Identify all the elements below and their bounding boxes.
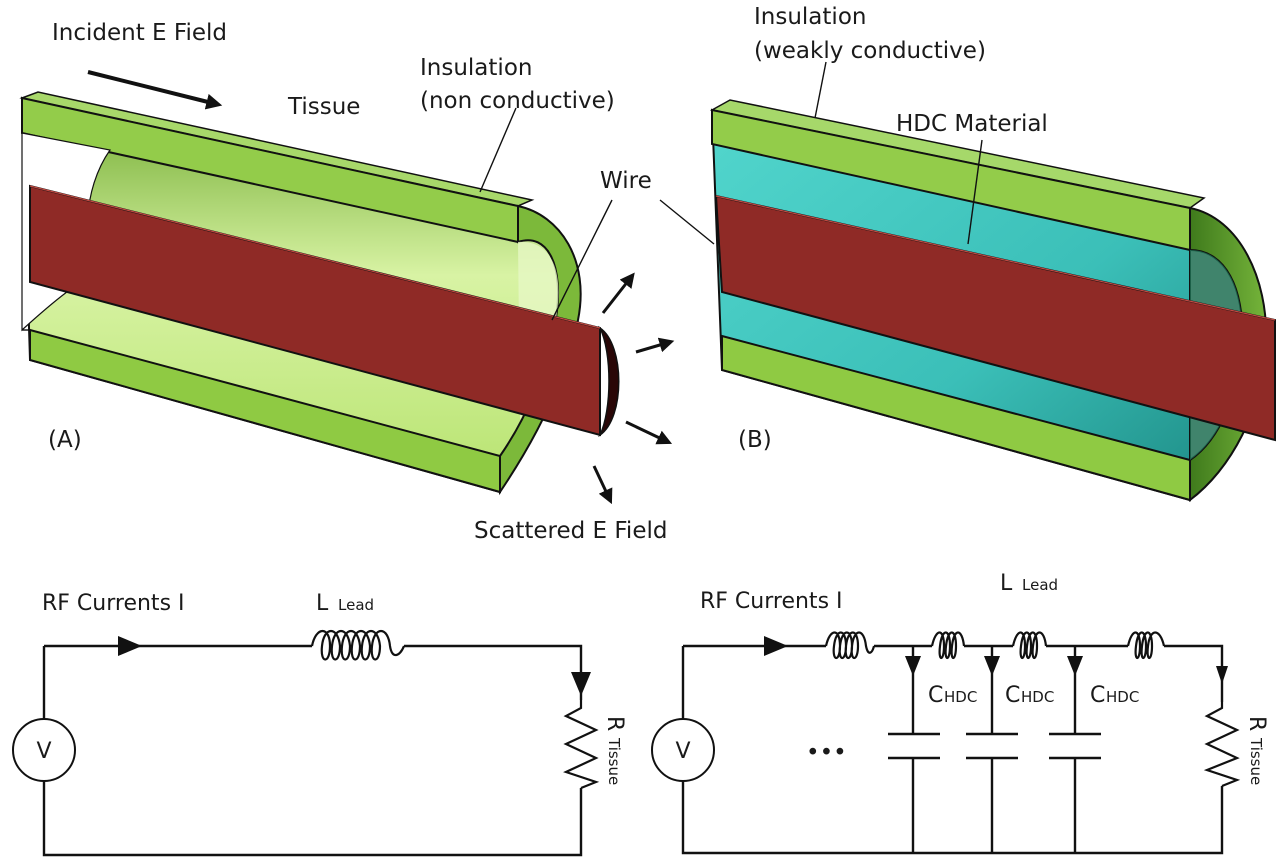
wire-a (29, 184, 620, 438)
resistor-label-b: R (1244, 716, 1269, 731)
tissue-label: Tissue (287, 94, 360, 120)
panel-a-tag: (A) (48, 427, 82, 453)
resistor-sub-b: Tissue (1247, 737, 1265, 785)
resistor-arrow-a (571, 672, 591, 696)
panel-b: Insulation (weakly conductive) HDC Mater… (659, 4, 1276, 503)
cap-sub-2: HDC (1021, 688, 1054, 706)
insulation-label-b-line2: (weakly conductive) (754, 38, 986, 64)
incident-field-label: Incident E Field (52, 20, 227, 46)
cap-sub-3: HDC (1106, 688, 1139, 706)
resistor-sub-a: Tissue (605, 737, 623, 785)
capacitor-arrow-3 (1067, 656, 1083, 676)
scattered-field-label: Scattered E Field (474, 518, 667, 544)
current-arrow-b (764, 636, 788, 656)
capacitor-branch-2 (966, 646, 1018, 853)
inductor-sub-b: Lead (1022, 576, 1058, 594)
inductor-b1 (824, 631, 876, 660)
source-label-a: V (36, 739, 51, 764)
wire-label: Wire (600, 168, 652, 194)
resistor-label-a: R (602, 716, 627, 731)
rf-currents-label-a: RF Currents I (42, 591, 185, 616)
source-label-b: V (675, 739, 690, 764)
resistor-a (563, 700, 600, 790)
cap-label-2: C (1005, 683, 1020, 708)
incident-arrow (87, 70, 223, 110)
capacitor-branch-3 (1049, 646, 1101, 853)
capacitor-arrow-1 (905, 656, 921, 676)
insulation-label-a-line1: Insulation (420, 55, 532, 81)
inductor-b4 (1126, 631, 1166, 660)
resistor-arrow-b (1216, 666, 1228, 684)
current-arrow-a (118, 636, 142, 656)
insulation-label-b-line1: Insulation (754, 4, 866, 30)
capacitor-arrow-2 (984, 656, 1000, 676)
cap-sub-1: HDC (944, 688, 977, 706)
capacitor-branch-1 (888, 646, 940, 853)
cap-label-3: C (1090, 683, 1105, 708)
circuit-a: V RF Currents I L Lead R Tissue (12, 591, 627, 857)
panel-a: Incident E Field Tissue Insulation (non … (19, 20, 675, 544)
wire-leader-a (551, 199, 613, 321)
panel-b-tag: (B) (738, 427, 772, 453)
insulation-label-a-line2: (non conductive) (420, 88, 615, 114)
ellipsis: ••• (806, 740, 847, 766)
inductor-b3 (1011, 631, 1048, 660)
insulation-leader-b (814, 61, 827, 119)
hdc-material-label: HDC Material (896, 111, 1048, 137)
resistor-b (1203, 702, 1241, 788)
circuit-b: V ••• RF Currents I L Lead C HDC C HDC C… (651, 571, 1269, 855)
voltage-source-b: V (651, 718, 715, 782)
inductor-sub-a: Lead (338, 596, 374, 614)
wire-leader-b (659, 199, 715, 245)
cap-label-1: C (928, 683, 943, 708)
hdc-leader (967, 139, 983, 245)
inductor-label-b: L (1000, 571, 1013, 596)
inductor-a (310, 629, 406, 661)
rf-currents-label-b: RF Currents I (700, 589, 843, 614)
inductor-label-a: L (316, 591, 329, 616)
wire-b (714, 194, 1276, 442)
voltage-source-a: V (12, 718, 76, 782)
inductor-b2 (930, 631, 966, 660)
scattered-arrows (592, 272, 675, 505)
insulation-leader-a (479, 107, 517, 193)
